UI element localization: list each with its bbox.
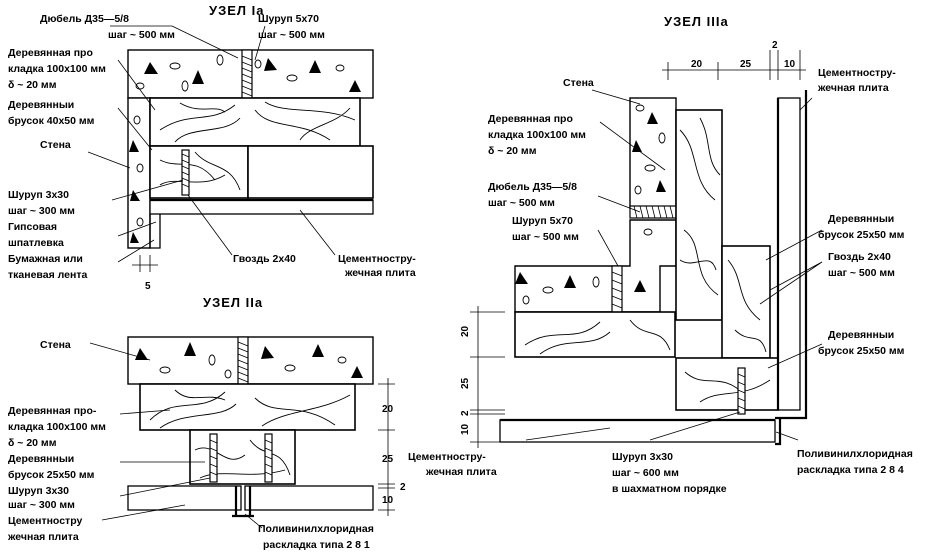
node-1a-spacer-label: Деревянная про кладка 100х100 мм δ ~ 20 … xyxy=(8,47,109,91)
node-3a-nail-label: Гвоздь 2х40 шаг ~ 500 мм xyxy=(828,251,895,279)
node-1a: УЗЕЛ Iа xyxy=(8,3,419,292)
node-2a-dim-2: 2 xyxy=(400,482,406,493)
node-3a-spacer-label: Деревянная про кладка 100х100 мм δ ~ 20 … xyxy=(488,113,589,157)
node-3a-title: УЗЕЛ IIIа xyxy=(664,14,729,29)
node-1a-dowel-label: Дюбель Д35—5/8 шаг ~ 500 мм xyxy=(40,13,175,41)
node-3a-dim-top-20: 20 xyxy=(691,59,703,70)
node-2a-screw-label: Шуруп 3х30 шаг ~ 300 мм xyxy=(8,485,75,511)
node-3a-dim-left-20: 20 xyxy=(460,325,471,337)
node-1a-tape-label: Бумажная или тканевая лента xyxy=(8,253,87,281)
node-2a-bar-label: Деревянныи брусок 25х50 мм xyxy=(8,453,95,481)
node-1a-dim-5: 5 xyxy=(145,281,151,292)
node-3a-concrete-corner-pebbles xyxy=(515,228,653,305)
node-3a-pvc-label: Поливинилхлоридная раскладка типа 2 8 4 xyxy=(797,448,916,476)
node-3a-cement-board-vertical xyxy=(777,97,801,411)
node-2a-spacer-label: Деревянная про- кладка 100х100 мм δ ~ 20… xyxy=(8,405,109,449)
node-1a-nail-label: Гвоздь 2х40 xyxy=(233,253,296,265)
node-3a-wood-bar-vertical xyxy=(721,245,771,359)
node-3a-cement-board-horizontal xyxy=(499,419,776,443)
node-2a-pvc-profile xyxy=(232,486,254,518)
node-2a: УЗЕЛ IIа 20 25 2 10 xyxy=(7,295,406,551)
node-2a-dim-10: 10 xyxy=(382,495,394,506)
node-3a-dim-left-2: 2 xyxy=(460,410,471,416)
node-3a-dim-top-10: 10 xyxy=(784,59,796,70)
node-1a-cavity xyxy=(247,145,374,199)
node-1a-title: УЗЕЛ Iа xyxy=(209,3,264,18)
node-3a-bar2-label: Деревянныи брусок 25х50 мм xyxy=(818,329,905,357)
node-3a: УЗЕЛ IIIа 20 25 2 10 xyxy=(408,14,916,495)
node-1a-concrete-pebbles xyxy=(129,54,361,243)
node-3a-wood-bar-horizontal xyxy=(675,357,779,411)
node-1a-bar-label: Деревянныи брусок 40х50 мм xyxy=(8,99,95,127)
node-2a-screw-right xyxy=(264,433,273,483)
node-3a-concrete-pebbles xyxy=(632,104,666,195)
node-3a-wood-spacer xyxy=(675,109,723,321)
node-2a-title: УЗЕЛ IIа xyxy=(203,295,263,310)
node-1a-putty xyxy=(149,214,161,249)
node-3a-pvc-profile xyxy=(775,90,808,446)
node-3a-screw-top-label: Шуруп 5х70 шаг ~ 500 мм xyxy=(512,215,579,243)
node-1a-screw xyxy=(181,149,190,196)
node-3a-dim-top-2: 2 xyxy=(772,40,778,51)
node-2a-wall-label: Стена xyxy=(40,339,71,351)
node-1a-wall-label: Стена xyxy=(40,139,71,151)
node-3a-bar1-label: Деревянныи брусок 25х50 мм xyxy=(818,213,905,241)
node-3a-screw-small xyxy=(737,367,746,415)
node-2a-board-right xyxy=(244,485,374,511)
node-1a-screw-small-label: Шуруп 3х30 шаг ~ 300 мм xyxy=(8,189,75,217)
node-2a-dim-20: 20 xyxy=(382,404,394,415)
node-3a-dowel-label: Дюбель Д35—5/8 шаг ~ 500 мм xyxy=(488,181,580,209)
node-1a-screw-top-label: Шуруп 5х70 шаг ~ 500 мм xyxy=(258,13,325,41)
node-3a-screw-small-label: Шуруп 3х30 шаг ~ 600 мм в шахматном поря… xyxy=(612,451,727,495)
node-3a-dim-left-25: 25 xyxy=(460,377,471,389)
node-2a-board-label: Цементностру жечная плита xyxy=(7,515,85,543)
node-2a-pvc-label: Поливинилхлоридная раскладка типа 2 8 1 xyxy=(258,523,377,551)
node-3a-dim-top-25: 25 xyxy=(740,59,752,70)
node-1a-board-label: Цементностру- жечная плита xyxy=(338,253,419,279)
node-3a-wood-spacer-horizontal xyxy=(514,311,676,358)
node-3a-dim-left-10: 10 xyxy=(460,423,471,435)
node-3a-board-top-label: Цементностру- жечная плита xyxy=(817,67,899,94)
node-3a-wall-label: Стена xyxy=(563,77,594,89)
node-1a-cement-board xyxy=(149,199,374,215)
node-3a-board-label: Цементностру- жечная плита xyxy=(408,451,497,478)
node-2a-concrete-slab xyxy=(127,336,374,385)
node-2a-board-left xyxy=(127,485,242,511)
node-1a-putty-label: Гипсовая шпатлевка xyxy=(8,221,64,249)
node-2a-screw-left xyxy=(209,433,218,483)
node-2a-dim-25: 25 xyxy=(382,454,394,465)
node-1a-wood-bar xyxy=(149,145,249,199)
